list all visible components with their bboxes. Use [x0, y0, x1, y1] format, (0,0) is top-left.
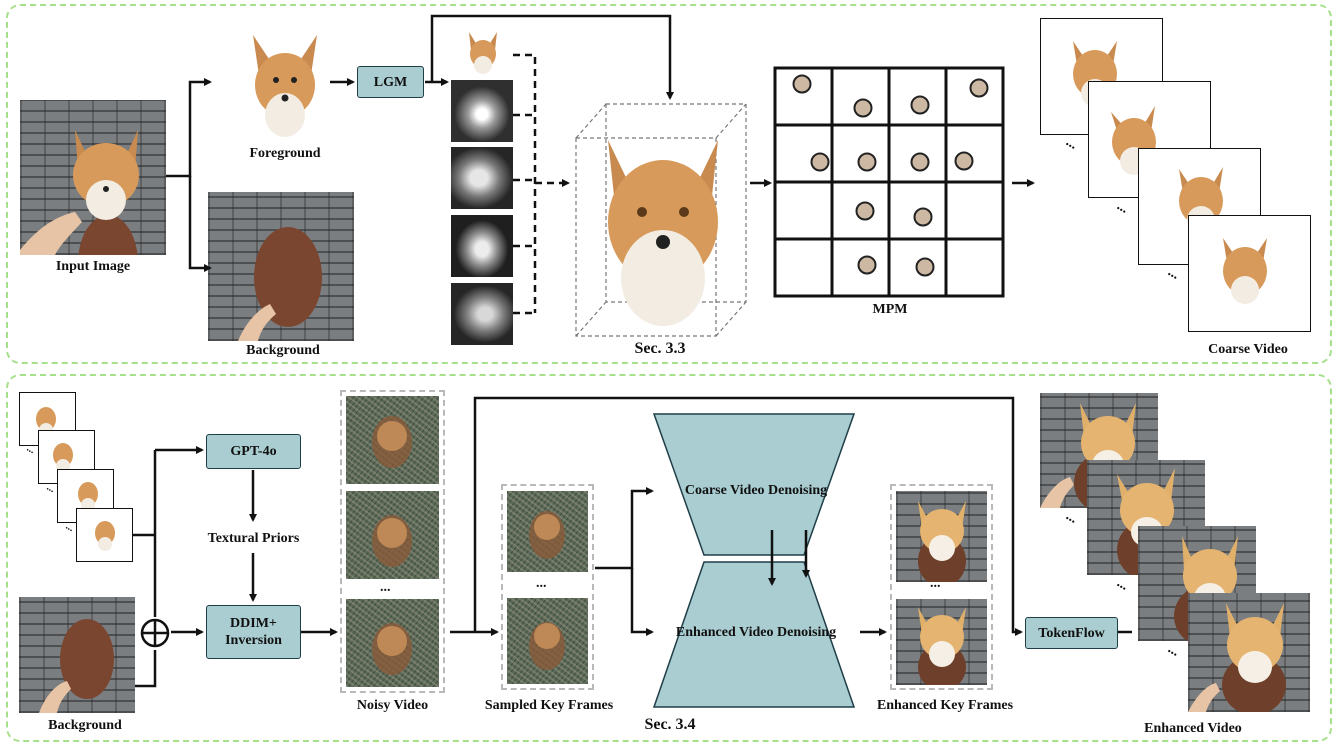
ddim-inversion-module: DDIM+ Inversion — [206, 605, 301, 659]
background-image — [208, 192, 354, 341]
bottom-stage-panel — [6, 374, 1332, 742]
gpt-4o-module: GPT-4o — [206, 434, 301, 469]
depth-map-4 — [451, 283, 513, 345]
noisy-frame-3 — [346, 599, 439, 687]
depth-map-3 — [451, 215, 513, 277]
mpm-grid-icon — [773, 66, 1005, 298]
ddim-inversion-label: DDIM+ Inversion — [225, 616, 282, 648]
bottom-plaque-icon — [39, 619, 114, 713]
enhanced-key-ellipsis: ... — [930, 576, 941, 591]
sampled-key-frames-group — [501, 484, 594, 690]
coarse-video-denoising-label: Coarse Video Denoising — [684, 483, 828, 498]
hourglass-unet-icon — [652, 413, 856, 708]
particle-icon — [792, 74, 989, 277]
gaussian-cube-icon — [575, 103, 747, 337]
small-fox-icon — [469, 32, 497, 74]
noisy-video-label: Noisy Video — [356, 698, 429, 713]
sampled-frame-2 — [507, 598, 588, 684]
foreground-fox-icon — [253, 35, 317, 137]
tokenflow-module: TokenFlow — [1025, 617, 1118, 649]
plus-circle-icon — [140, 618, 170, 648]
noisy-video-group — [340, 390, 445, 693]
foreground-label: Foreground — [249, 146, 321, 161]
enhanced-video-denoising-label: Enhanced Video Denoising — [675, 625, 837, 640]
background-plaque-icon — [238, 227, 322, 341]
mpm-label: MPM — [872, 302, 908, 317]
sampled-ellipsis: ... — [536, 576, 547, 591]
depth-map-1 — [451, 80, 513, 142]
enhanced-video-label: Enhanced Video — [1144, 721, 1242, 736]
enhanced-key-frame-1 — [896, 491, 987, 582]
noisy-frame-2 — [346, 491, 439, 579]
enhanced-key-frames-group — [890, 484, 993, 690]
bottom-background-label: Background — [48, 718, 122, 733]
depth-map-2 — [451, 147, 513, 209]
background-label: Background — [246, 343, 320, 358]
section-3-4-label: Sec. 3.4 — [644, 716, 696, 733]
sampled-key-frames-label: Sampled Key Frames — [484, 698, 614, 713]
enhanced-key-frame-2 — [896, 599, 987, 685]
lgm-module: LGM — [357, 66, 424, 98]
coarse-video-label: Coarse Video — [1208, 342, 1288, 357]
input-image-label: Input Image — [55, 259, 131, 274]
input-fox-icon — [20, 130, 139, 255]
section-3-3-label: Sec. 3.3 — [634, 340, 686, 357]
coarse-frame-4 — [1188, 215, 1311, 332]
noisy-ellipsis: ... — [380, 580, 391, 595]
top-stage-panel — [6, 4, 1332, 364]
enhanced-video-frame-4 — [1188, 593, 1310, 712]
input-image — [20, 100, 166, 255]
enhanced-key-frames-label: Enhanced Key Frames — [876, 698, 1014, 713]
bottom-background-image — [19, 597, 135, 713]
sampled-frame-1 — [507, 491, 588, 572]
textural-priors-label: Textural Priors — [207, 531, 300, 546]
noisy-frame-1 — [346, 396, 439, 484]
small-frame-4 — [76, 508, 133, 562]
